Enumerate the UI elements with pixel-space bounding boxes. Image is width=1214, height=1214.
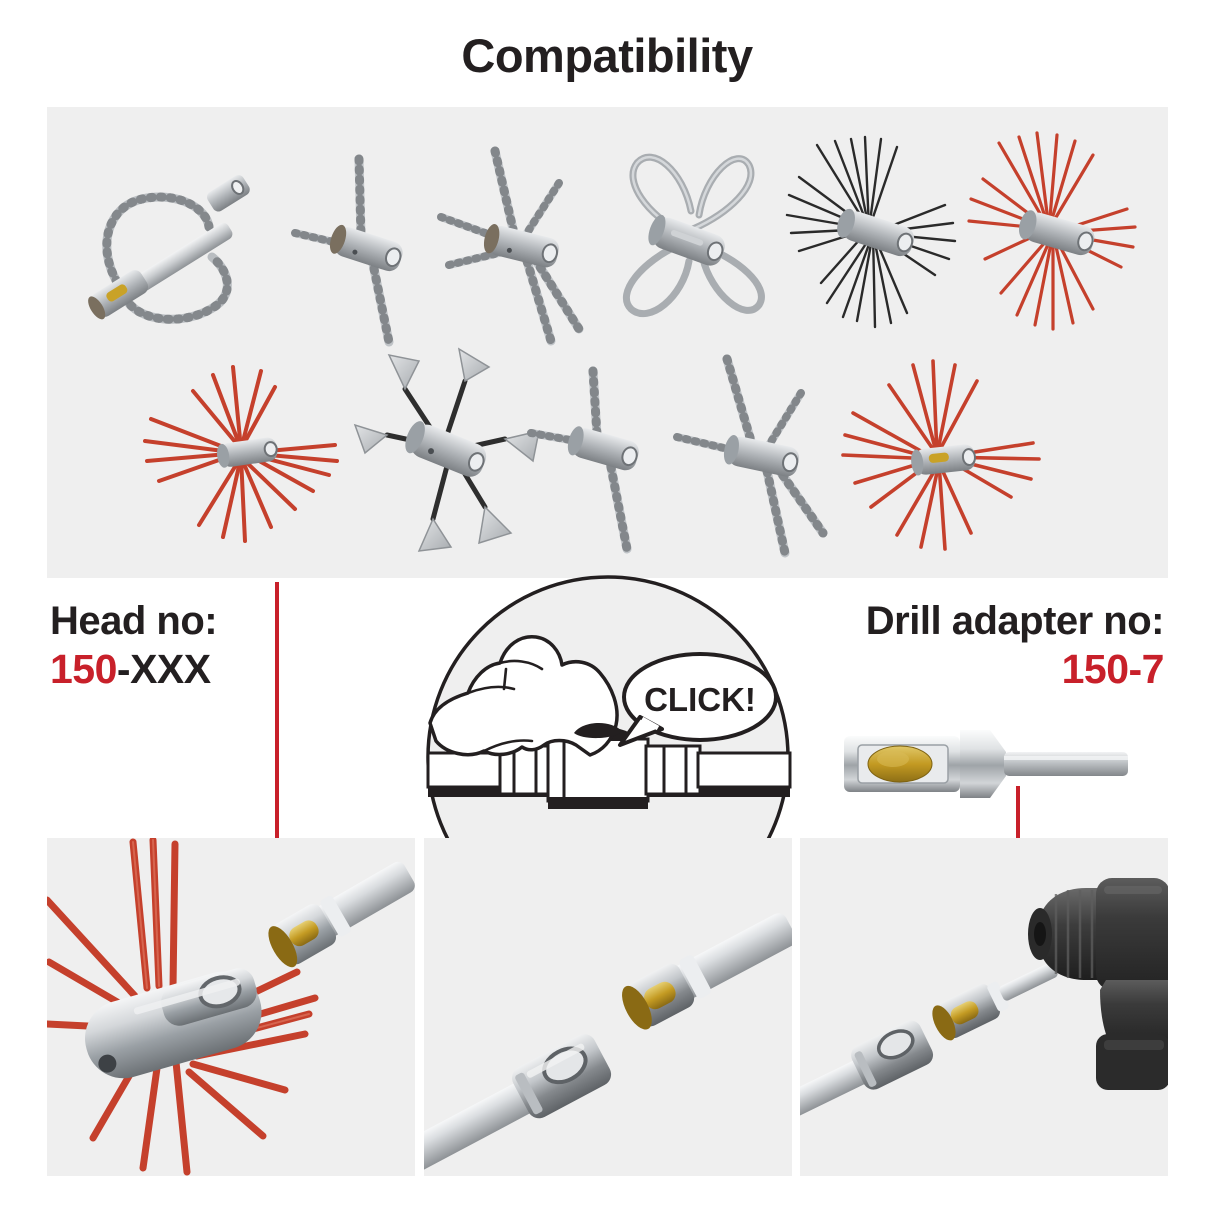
head-number-label: Head no: 150-XXX xyxy=(50,599,270,691)
product-twin-chain-flail xyxy=(667,345,857,560)
head-number-suffix: -XXX xyxy=(116,646,211,693)
product-mesh-paddle-flail-head xyxy=(347,347,547,557)
photo-panel-drill-adapter-assembly xyxy=(800,838,1168,1176)
product-wire-loop-whip xyxy=(587,141,787,331)
drill-label-line1: Drill adapter no: xyxy=(865,599,1165,643)
product-chain-loop-flail-with-rod xyxy=(67,137,267,337)
compatibility-grid-panel xyxy=(47,107,1168,578)
click-bubble-text: CLICK! xyxy=(644,681,756,718)
head-label-line2: 150-XXX xyxy=(50,647,270,691)
connector-line-drill-adapter xyxy=(1016,786,1020,842)
product-red-flat-whip-head xyxy=(137,357,347,547)
photo-panel-whip-head-connection xyxy=(47,838,415,1176)
head-label-line1: Head no: xyxy=(50,599,218,643)
connector-line-head xyxy=(275,582,279,840)
product-red-poly-brush-head xyxy=(957,129,1147,334)
product-red-rope-whip-head xyxy=(837,357,1047,552)
product-black-bristle-brush-head xyxy=(777,133,967,333)
drill-number-value: 150-7 xyxy=(1061,646,1165,693)
photo-panel-rod-to-rod-connect xyxy=(424,838,792,1176)
product-short-chain-flail xyxy=(517,357,677,557)
product-single-chain-flail xyxy=(277,137,437,347)
page-title: Compatibility xyxy=(461,29,753,82)
product-double-chain-flail xyxy=(427,133,607,348)
drill-adapter-number-label: Drill adapter no: 150-7 xyxy=(764,599,1165,693)
drill-adapter-product-image xyxy=(838,718,1134,822)
head-number-value: 150 xyxy=(50,646,117,693)
